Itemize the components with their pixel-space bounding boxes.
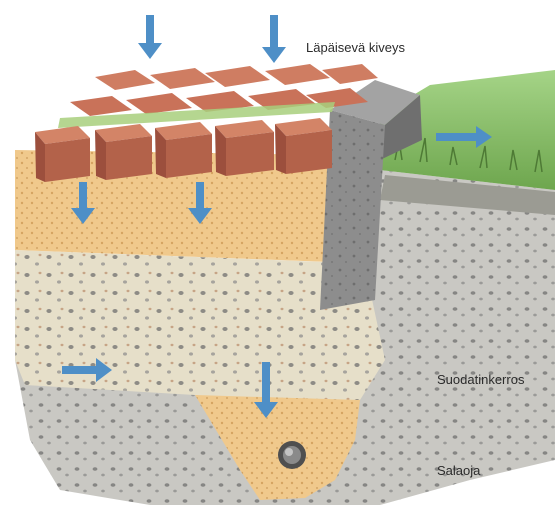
paving-bricks [35, 64, 378, 182]
drain-pipe-icon [278, 441, 306, 469]
label-drain: Salaoja [437, 463, 480, 478]
label-filter-layer: Suodatinkerros [437, 372, 524, 387]
label-permeable-paving: Läpäisevä kiveys [306, 40, 405, 55]
